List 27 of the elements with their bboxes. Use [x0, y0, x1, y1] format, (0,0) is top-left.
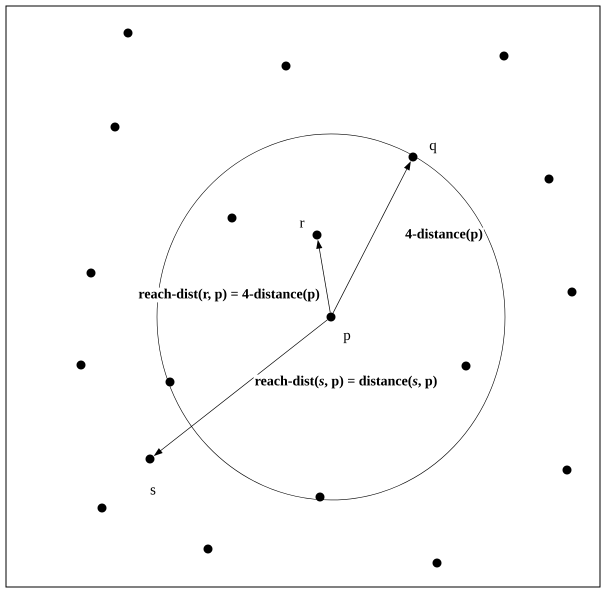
data-point [316, 492, 324, 502]
data-point [462, 361, 470, 370]
data-point [124, 28, 132, 38]
data-point [110, 122, 120, 132]
point-label: s [150, 487, 156, 495]
data-point [568, 287, 576, 296]
point-label: r [300, 220, 304, 228]
point-label: q [430, 142, 436, 154]
edge-label: reach-dist(s, p) = distance(s, p) [254, 374, 438, 390]
data-point [500, 52, 508, 60]
data-point [146, 454, 154, 464]
point-label: p [343, 332, 350, 344]
data-point [282, 61, 290, 70]
data-point [544, 174, 554, 184]
data-point [76, 360, 86, 370]
data-point [166, 377, 174, 386]
data-point [562, 465, 572, 474]
data-point [86, 268, 96, 278]
data-point [432, 558, 442, 568]
edge-label: reach-dist(r, p) = 4-distance(p) [137, 288, 321, 302]
data-point [228, 213, 236, 222]
data-point [204, 544, 212, 554]
data-point [312, 230, 322, 240]
edge-label: 4-distance(p) [404, 228, 484, 242]
data-point [408, 152, 418, 162]
data-point [326, 312, 336, 322]
data-point [98, 503, 106, 512]
